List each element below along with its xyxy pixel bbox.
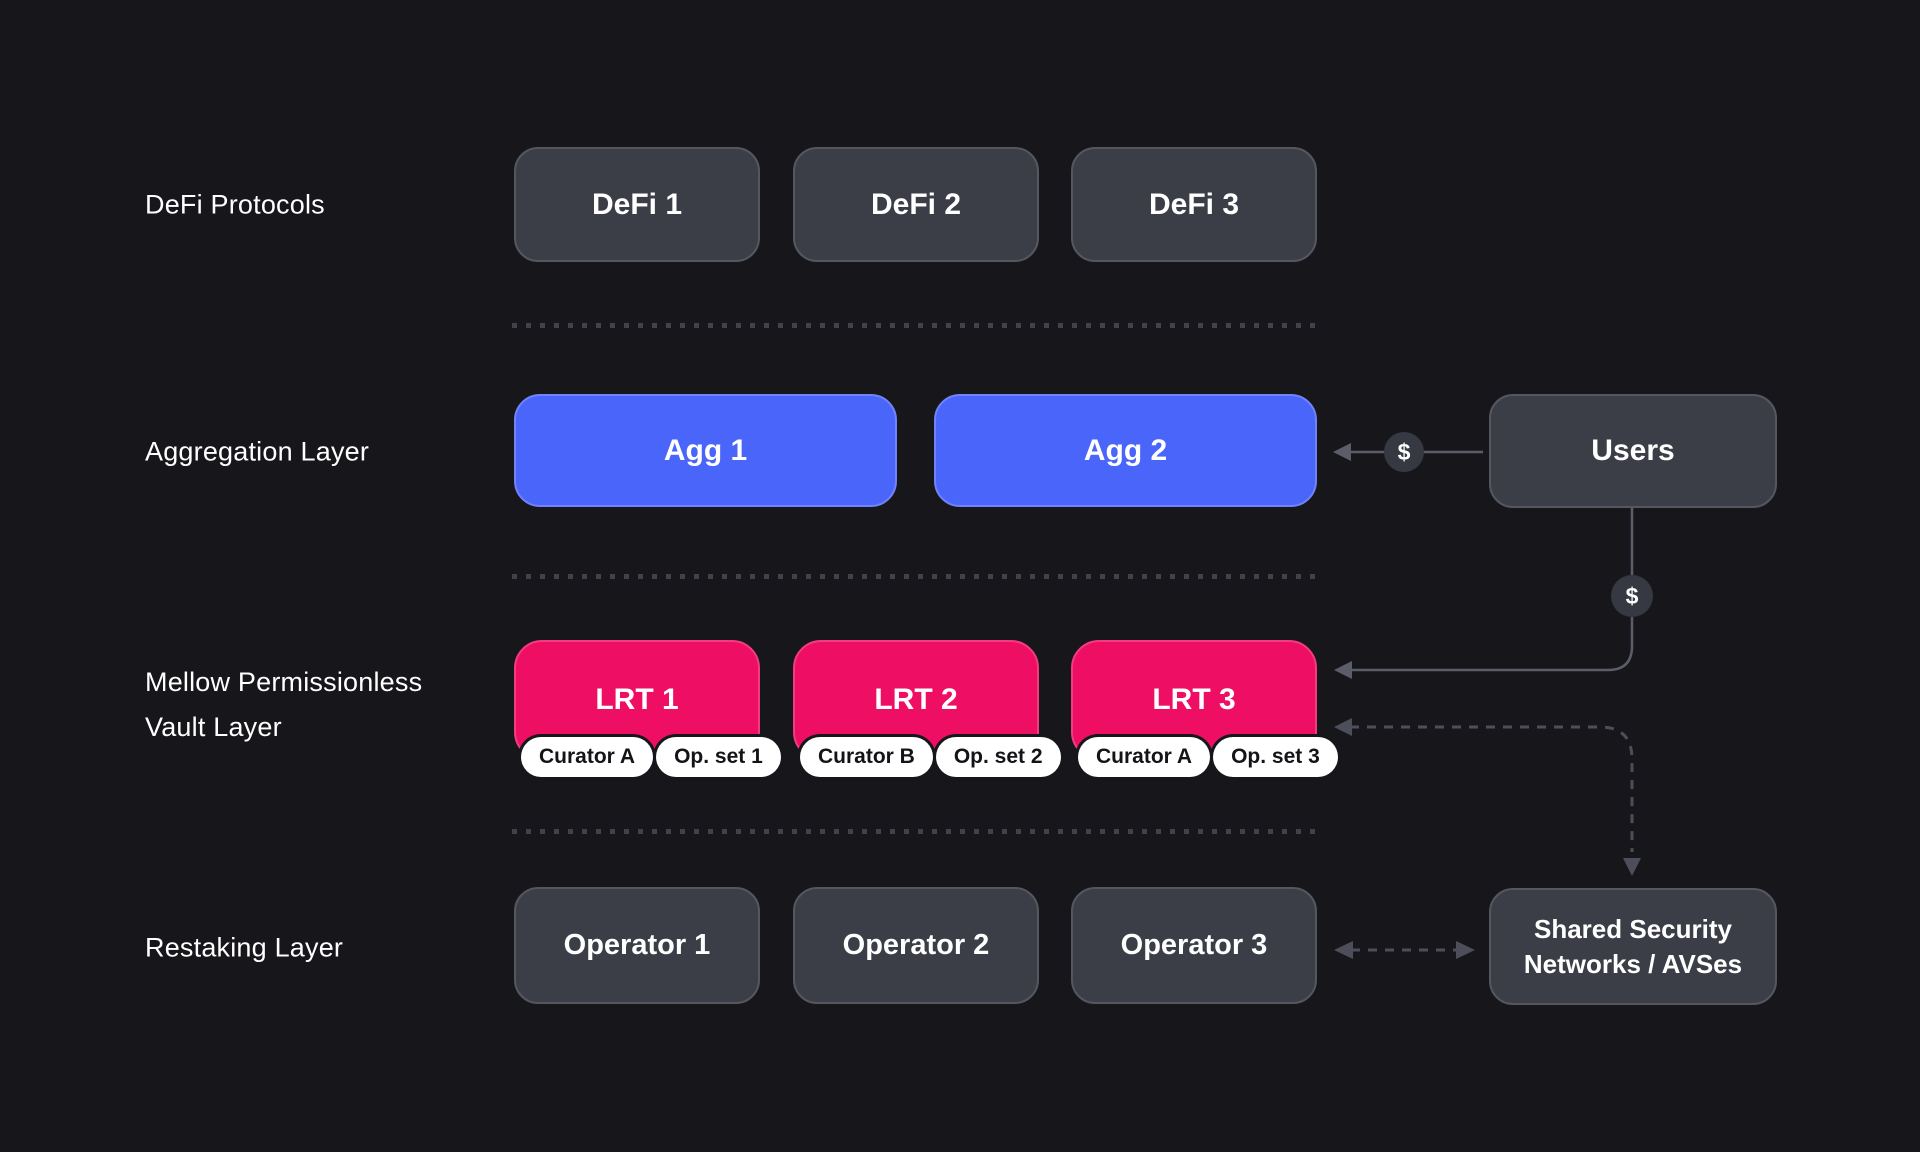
defi-box-2: DeFi 2 <box>793 147 1039 262</box>
curator-badge: Curator B <box>800 737 933 777</box>
label-vault-layer-line1: Mellow Permissionless <box>145 667 423 697</box>
curator-badge: Curator A <box>521 737 654 777</box>
dollar-circle-users-to-lrt: $ <box>1611 575 1653 617</box>
layer-separator-2 <box>512 574 1317 579</box>
lrt-box-1-badges: Curator A Op. set 1 <box>521 737 781 777</box>
defi-box-1: DeFi 1 <box>514 147 760 262</box>
lrt-box-1: LRT 1 Curator A Op. set 1 <box>514 640 781 777</box>
left-arrowhead-icon <box>1334 661 1352 679</box>
lrt-box-2: LRT 2 Curator B Op. set 2 <box>793 640 1061 777</box>
label-defi-protocols: DeFi Protocols <box>145 189 325 220</box>
lrt3-to-shared-dashed-elbow <box>1350 725 1634 852</box>
dollar-icon: $ <box>1625 582 1639 609</box>
users-to-lrt3-elbow <box>1350 617 1634 672</box>
lrt-box-2-badges: Curator B Op. set 2 <box>800 737 1061 777</box>
operator-box-3: Operator 3 <box>1071 887 1317 1004</box>
down-arrowhead-icon <box>1623 858 1641 876</box>
dollar-circle-users-to-agg: $ <box>1384 432 1424 472</box>
operator-box-2: Operator 2 <box>793 887 1039 1004</box>
left-arrowhead-icon <box>1333 443 1351 461</box>
dollar-icon: $ <box>1397 438 1411 465</box>
left-arrowhead-icon <box>1334 718 1352 736</box>
lrt-box-2-label: LRT 2 <box>874 683 958 716</box>
agg-box-2: Agg 2 <box>934 394 1317 507</box>
layer-separator-3 <box>512 829 1317 834</box>
shared-security-box: Shared Security Networks / AVSes <box>1489 888 1777 1005</box>
operator-box-1: Operator 1 <box>514 887 760 1004</box>
label-vault-layer: Mellow Permissionless Vault Layer <box>145 660 422 750</box>
label-restaking-layer: Restaking Layer <box>145 932 344 963</box>
layer-separator-1 <box>512 323 1317 328</box>
op-set-badge: Op. set 1 <box>656 737 781 777</box>
label-aggregation-layer: Aggregation Layer <box>145 436 370 467</box>
label-vault-layer-line2: Vault Layer <box>145 712 282 742</box>
op-set-badge: Op. set 2 <box>935 737 1061 777</box>
lrt-box-1-label: LRT 1 <box>595 683 679 716</box>
lrt-box-3-badges: Curator A Op. set 3 <box>1078 737 1338 777</box>
right-arrowhead-icon <box>1456 941 1475 959</box>
lrt-box-3-label: LRT 3 <box>1152 683 1236 716</box>
defi-box-3: DeFi 3 <box>1071 147 1317 262</box>
op-set-badge: Op. set 3 <box>1213 737 1338 777</box>
shared-security-line1: Shared Security <box>1534 913 1732 944</box>
shared-security-line2: Networks / AVSes <box>1523 948 1743 979</box>
lrt-box-3: LRT 3 Curator A Op. set 3 <box>1071 640 1338 777</box>
agg-box-1: Agg 1 <box>514 394 897 507</box>
left-arrowhead-icon <box>1334 941 1353 959</box>
curator-badge: Curator A <box>1078 737 1211 777</box>
users-box: Users <box>1489 394 1777 508</box>
